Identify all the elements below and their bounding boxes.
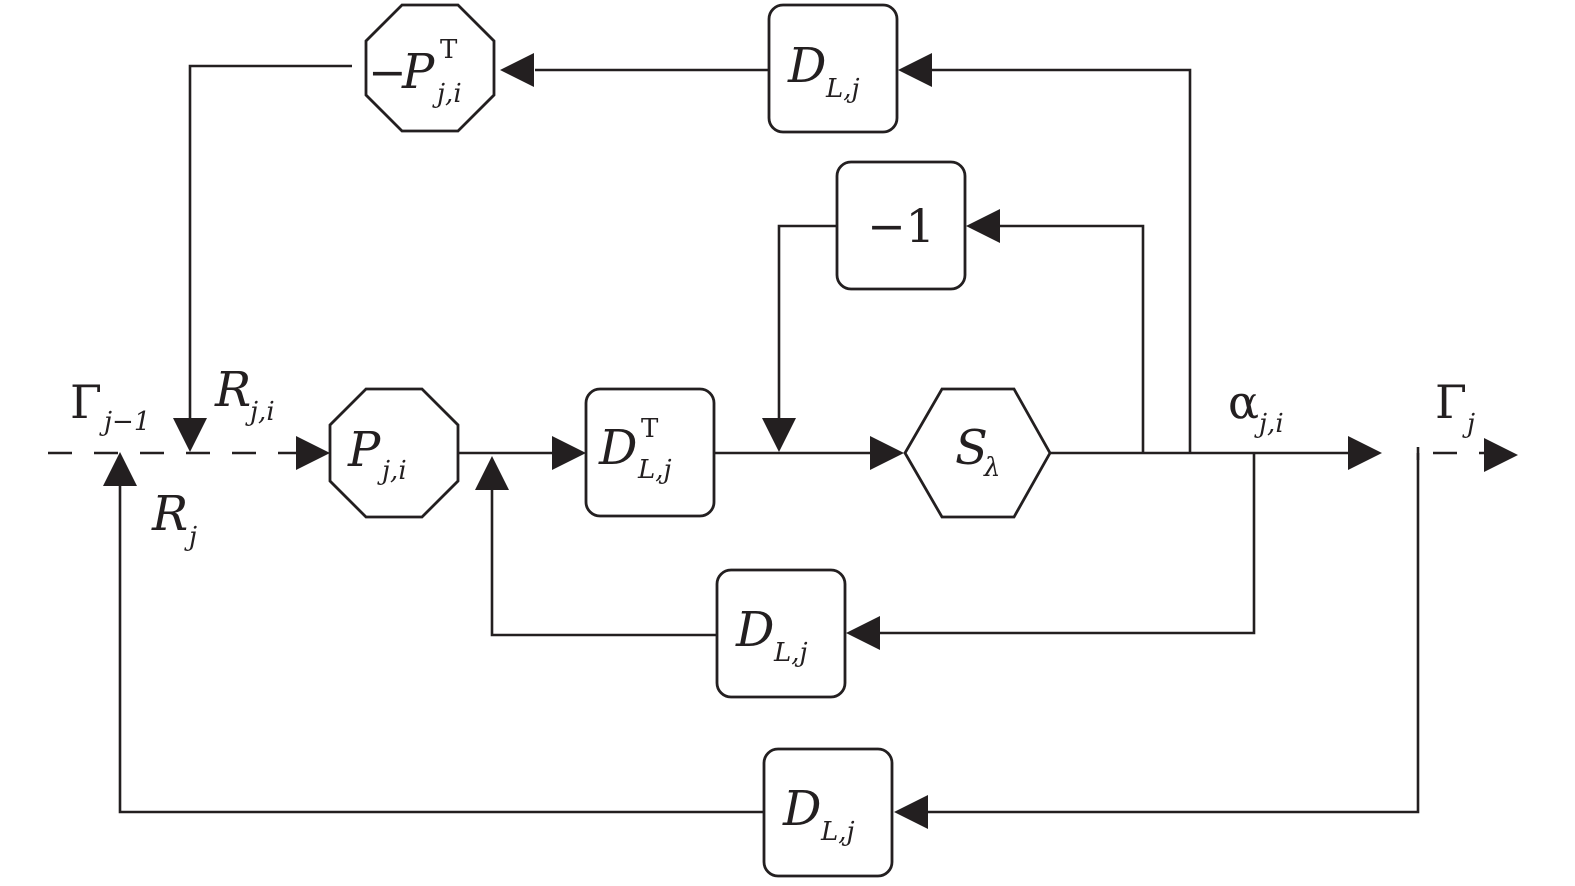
- minus-sign: −: [368, 45, 407, 99]
- block-subscript: j,i: [377, 456, 407, 486]
- block-symbol: P: [401, 44, 435, 100]
- label-r-ji: R j,i: [214, 362, 275, 427]
- block-d-bottom: D L,j: [762, 747, 894, 878]
- block-subscript: j,i: [432, 79, 462, 109]
- block-symbol: D: [782, 781, 821, 837]
- arrowhead-down-to-input: [173, 418, 207, 452]
- block-symbol: D: [735, 602, 774, 658]
- signal-symbol: Γ: [1435, 375, 1467, 429]
- block-subscript: λ: [983, 453, 1000, 483]
- wire-top-loop-left: [188, 64, 352, 422]
- wire-neg-one-left: [777, 224, 837, 422]
- wire-mid-loop-left: [490, 490, 716, 637]
- block-d-top: D L,j: [767, 3, 899, 134]
- block-subscript: L,j: [825, 74, 860, 104]
- signal-symbol: α: [1228, 375, 1259, 429]
- wire-bottom-loop-right: [928, 453, 1420, 814]
- arrowhead-up-to-input: [103, 452, 137, 486]
- connection-lines: [48, 64, 1490, 814]
- arrowhead-into-p: [296, 436, 330, 470]
- signal-subscript: j,i: [245, 397, 275, 427]
- block-d-middle: D L,j: [715, 568, 847, 699]
- label-r-j: R j: [151, 486, 197, 552]
- wire-neg-one-right: [1000, 224, 1145, 453]
- wire-mid-loop-right: [880, 453, 1256, 635]
- label-gamma-prev: Γ j−1: [70, 375, 150, 437]
- arrowhead-into-neg-p: [500, 53, 534, 87]
- wire-bottom-loop-left: [118, 484, 764, 814]
- block-superscript: T: [641, 414, 659, 444]
- block-label: −1: [867, 199, 935, 253]
- arrowhead-down-to-s-line: [762, 418, 796, 452]
- block-symbol: S: [955, 420, 988, 476]
- block-symbol: P: [347, 422, 381, 478]
- arrowhead-into-s: [870, 436, 904, 470]
- block-d-transpose: D T L,j: [584, 387, 716, 518]
- wire-top-loop-right: [930, 68, 1192, 453]
- arrowhead-into-d-top: [898, 53, 932, 87]
- arrowhead-into-d-bottom: [894, 795, 928, 829]
- block-neg-one: −1: [835, 160, 967, 291]
- block-p: P j,i: [328, 387, 460, 519]
- arrowheads: [103, 53, 1518, 829]
- arrowhead-up-to-junction: [475, 456, 509, 490]
- signal-symbol: Γ: [70, 375, 102, 429]
- signal-subscript: j−1: [99, 407, 150, 437]
- block-superscript: T: [440, 35, 458, 65]
- arrowhead-into-d-middle: [846, 616, 880, 650]
- arrowhead-into-dt: [552, 436, 586, 470]
- signal-symbol: R: [214, 362, 251, 418]
- arrowhead-into-neg-one: [966, 209, 1000, 243]
- block-subscript: L,j: [773, 638, 808, 668]
- arrowhead-final-output: [1484, 438, 1518, 472]
- block-subscript: L,j: [637, 455, 672, 485]
- block-subscript: L,j: [820, 817, 855, 847]
- signal-symbol: R: [151, 486, 188, 542]
- label-gamma-j: Γ j: [1435, 375, 1475, 439]
- arrowhead-output: [1348, 436, 1382, 470]
- block-symbol: D: [787, 38, 826, 94]
- block-neg-p-transpose: − P T j,i: [364, 3, 496, 133]
- signal-subscript: j,i: [1254, 409, 1284, 439]
- block-s-lambda: S λ: [903, 387, 1052, 519]
- label-alpha-ji: α j,i: [1228, 375, 1284, 439]
- block-symbol: D: [598, 420, 637, 476]
